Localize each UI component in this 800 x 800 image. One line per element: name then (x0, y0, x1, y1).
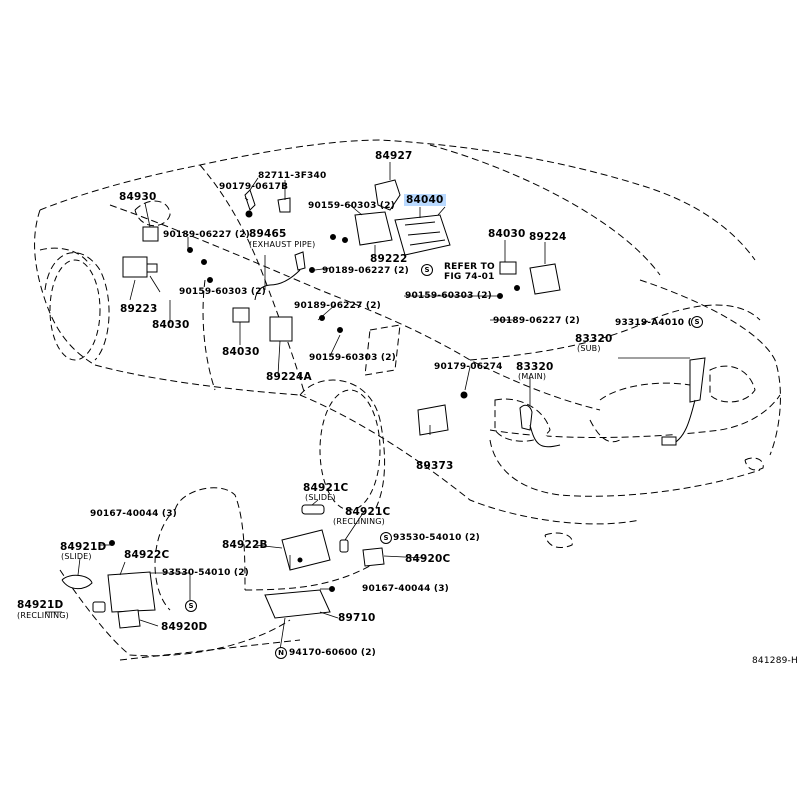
label-89222: 89222 (370, 253, 408, 265)
label-84030-right: 84030 (488, 228, 526, 240)
label-89224: 89224 (529, 231, 567, 243)
label-84921c-slide: 84921C (303, 482, 349, 494)
label-refer-to: REFER TO (444, 262, 495, 272)
label-84927: 84927 (375, 150, 413, 162)
label-89224a: 89224A (266, 371, 312, 383)
label-93530-54010-a: 93530-54010 (2) (393, 533, 480, 543)
label-89223: 89223 (120, 303, 158, 315)
label-main: (MAIN) (518, 372, 547, 381)
label-exhaust-pipe: (EXHAUST PIPE) (249, 240, 316, 249)
symbol-s-93530-a: S (380, 532, 392, 544)
label-90167-40044-a: 90167-40044 (3) (90, 509, 177, 519)
label-83320-main: 83320 (516, 361, 554, 373)
label-84922b: 84922B (222, 539, 268, 551)
label-84030-left-top: 84030 (152, 319, 190, 331)
label-83320-sub: 83320 (575, 333, 613, 345)
label-reclining-b: (RECLINING) (17, 611, 69, 620)
label-90159-60303-a: 90159-60303 (2) (308, 201, 395, 211)
label-sub: (SUB) (577, 344, 601, 353)
label-89465: 89465 (249, 228, 287, 240)
label-82711-3f340: 82711-3F340 (258, 171, 327, 181)
components (61, 179, 706, 629)
symbol-s-93530-b: S (185, 600, 197, 612)
label-90159-60303-b: 90159-60303 (2) (405, 291, 492, 301)
label-84040-highlight: 84040 (404, 194, 446, 206)
label-84921d-slide: 84921D (60, 541, 107, 553)
label-90179-06274: 90179-06274 (434, 362, 503, 372)
label-84920d: 84920D (161, 621, 208, 633)
symbol-s-refer: S (421, 264, 433, 276)
label-90189-06227-a: 90189-06227 (2) (163, 230, 250, 240)
label-90179-0617b: 90179-0617B (219, 182, 289, 192)
label-84030-left: 84030 (222, 346, 260, 358)
label-84040: 84040 (404, 194, 446, 206)
label-84921c-reclining: 84921C (345, 506, 391, 518)
label-fig-74-01: FIG 74-01 (444, 272, 495, 282)
seat (59, 487, 381, 661)
label-reclining-a: (RECLINING) (333, 517, 385, 526)
fasteners (109, 210, 520, 592)
label-94170-60600: 94170-60600 (2) (289, 648, 376, 658)
label-slide-a: (SLIDE) (305, 493, 336, 502)
symbol-s-93319: S (691, 316, 703, 328)
wheels (49, 259, 381, 511)
label-slide-b: (SLIDE) (61, 552, 92, 561)
label-84922c: 84922C (124, 549, 170, 561)
label-90159-60303-d: 90159-60303 (2) (309, 353, 396, 363)
label-93530-54010-b: 93530-54010 (2) (162, 568, 249, 578)
symbol-n-94170: N (275, 647, 287, 659)
label-90189-06227-b: 90189-06227 (2) (322, 266, 409, 276)
label-90189-06227-d: 90189-06227 (2) (493, 316, 580, 326)
diagram-id: 841289-H (752, 656, 798, 666)
label-89710: 89710 (338, 612, 376, 624)
label-90167-40044-b: 90167-40044 (3) (362, 584, 449, 594)
label-84921d-reclining: 84921D (17, 599, 64, 611)
label-84920c: 84920C (405, 553, 451, 565)
leader-lines (45, 162, 690, 651)
label-90189-06227-c: 90189-06227 (2) (294, 301, 381, 311)
label-84930: 84930 (119, 191, 157, 203)
label-90159-60303-c: 90159-60303 (2) (179, 287, 266, 297)
label-93319-a4010: 93319-A4010 (5) (615, 318, 703, 328)
label-89373: 89373 (416, 460, 454, 472)
